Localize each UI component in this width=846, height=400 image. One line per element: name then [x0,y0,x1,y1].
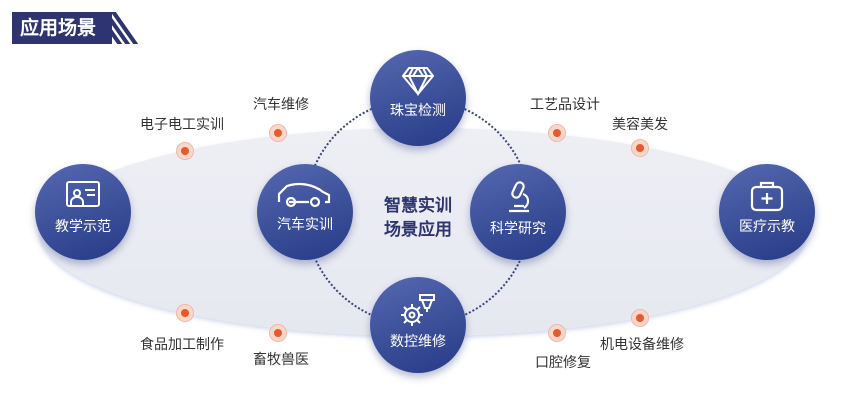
node-science[interactable]: 科学研究 [470,164,566,260]
tag-dot [269,324,287,342]
medical-kit-icon [750,181,784,212]
tag-dot [548,124,566,142]
tag-label: 汽车维修 [253,97,309,113]
node-label: 汽车实训 [277,217,333,233]
node-medical[interactable]: 医疗示教 [719,164,815,260]
tag-label: 美容美发 [612,117,668,133]
node-auto[interactable]: 汽车实训 [257,164,353,260]
tag-label: 机电设备维修 [600,337,684,353]
node-label: 医疗示教 [739,219,795,235]
teacher-board-icon [66,181,100,207]
tag-dot [176,304,194,322]
tag-dot [176,142,194,160]
tag-dot [631,309,649,327]
center-line-2: 场景应用 [384,220,452,240]
gear-tool-icon [401,294,435,326]
node-label: 珠宝检测 [390,103,446,119]
car-icon [277,182,331,208]
center-title: 智慧实训 场景应用 [368,194,468,242]
tag-dot [631,139,649,157]
tag-label: 电子电工实训 [140,117,224,133]
center-line-1: 智慧实训 [384,196,452,216]
tag-dot [548,324,566,342]
section-title: 应用场景 [12,12,112,44]
tag-label: 畜牧兽医 [253,352,309,368]
node-label: 数控维修 [390,334,446,350]
node-teaching[interactable]: 教学示范 [35,164,131,260]
tag-label: 工艺品设计 [530,97,600,113]
node-label: 教学示范 [55,219,111,235]
node-jewelry[interactable]: 珠宝检测 [370,50,466,146]
node-label: 科学研究 [490,221,546,237]
node-cnc[interactable]: 数控维修 [370,277,466,373]
tag-label: 口腔修复 [535,355,591,371]
microscope-icon [509,181,530,213]
tag-label: 食品加工制作 [140,337,224,353]
diamond-icon [401,67,435,96]
tag-dot [269,124,287,142]
